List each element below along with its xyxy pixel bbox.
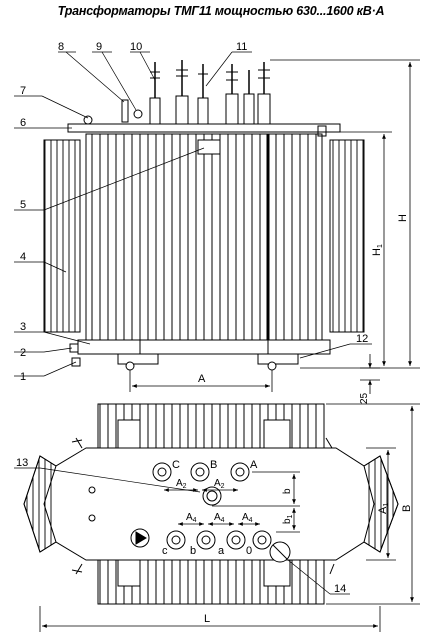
callout-14: 14 [334,583,346,595]
callout-7: 7 [20,85,26,97]
hv-bushings [149,60,209,125]
callout-5: 5 [20,199,26,211]
terminal-labels: C B A c b a 0 [162,459,258,557]
top-dimensions [39,403,420,632]
dim-h1: H1 [371,244,384,256]
dim-25: 25 [359,392,370,404]
terminal-lv-a: a [218,545,225,557]
callout-6: 6 [20,117,26,129]
terminal-hv-c: C [172,459,180,471]
dim-a4-1: A4 [186,512,197,524]
terminal-lv-0: 0 [246,545,252,557]
lv-bushings [225,62,271,125]
callout-13: 13 [16,457,28,469]
terminal-hv-a: A [250,459,258,471]
callout-10: 10 [130,41,142,53]
dim-l: L [204,613,210,625]
dim-b1: b1 [282,514,294,524]
top-leaders [14,467,350,595]
callout-1: 1 [20,371,26,383]
drawing-title: Трансформаторы ТМГ11 мощностью 630...160… [57,4,385,18]
hv-terminals-top [152,462,250,482]
callout-11: 11 [236,41,247,53]
front-dimensions [129,59,420,394]
callout-12: 12 [356,333,368,345]
dimension-labels: A H H1 25 L B A1 A2 A2 A4 A4 A4 b b1 [176,214,413,625]
top-view [23,403,399,605]
terminal-lv-c: c [162,545,168,557]
lv-terminals-top [166,530,272,550]
dim-a2-left: A2 [176,478,187,490]
callout-2: 2 [20,347,26,359]
dim-b-small: b [282,488,293,494]
terminal-lv-b: b [190,545,196,557]
front-view [43,60,365,371]
callout-labels: 1 2 3 4 5 6 7 8 9 10 11 12 13 14 [16,41,368,595]
terminal-hv-b: B [210,459,217,471]
dim-a1: A1 [377,503,390,514]
callout-8: 8 [58,41,64,53]
dim-a4-3: A4 [242,512,253,524]
leader-lines [14,51,372,377]
dim-a2-right: A2 [214,478,225,490]
dim-a4-2: A4 [214,512,225,524]
callout-3: 3 [20,321,26,333]
dim-h: H [397,214,409,222]
callout-9: 9 [96,41,102,53]
dim-a: A [198,373,206,385]
dim-b: B [401,505,413,512]
callout-4: 4 [20,251,26,263]
